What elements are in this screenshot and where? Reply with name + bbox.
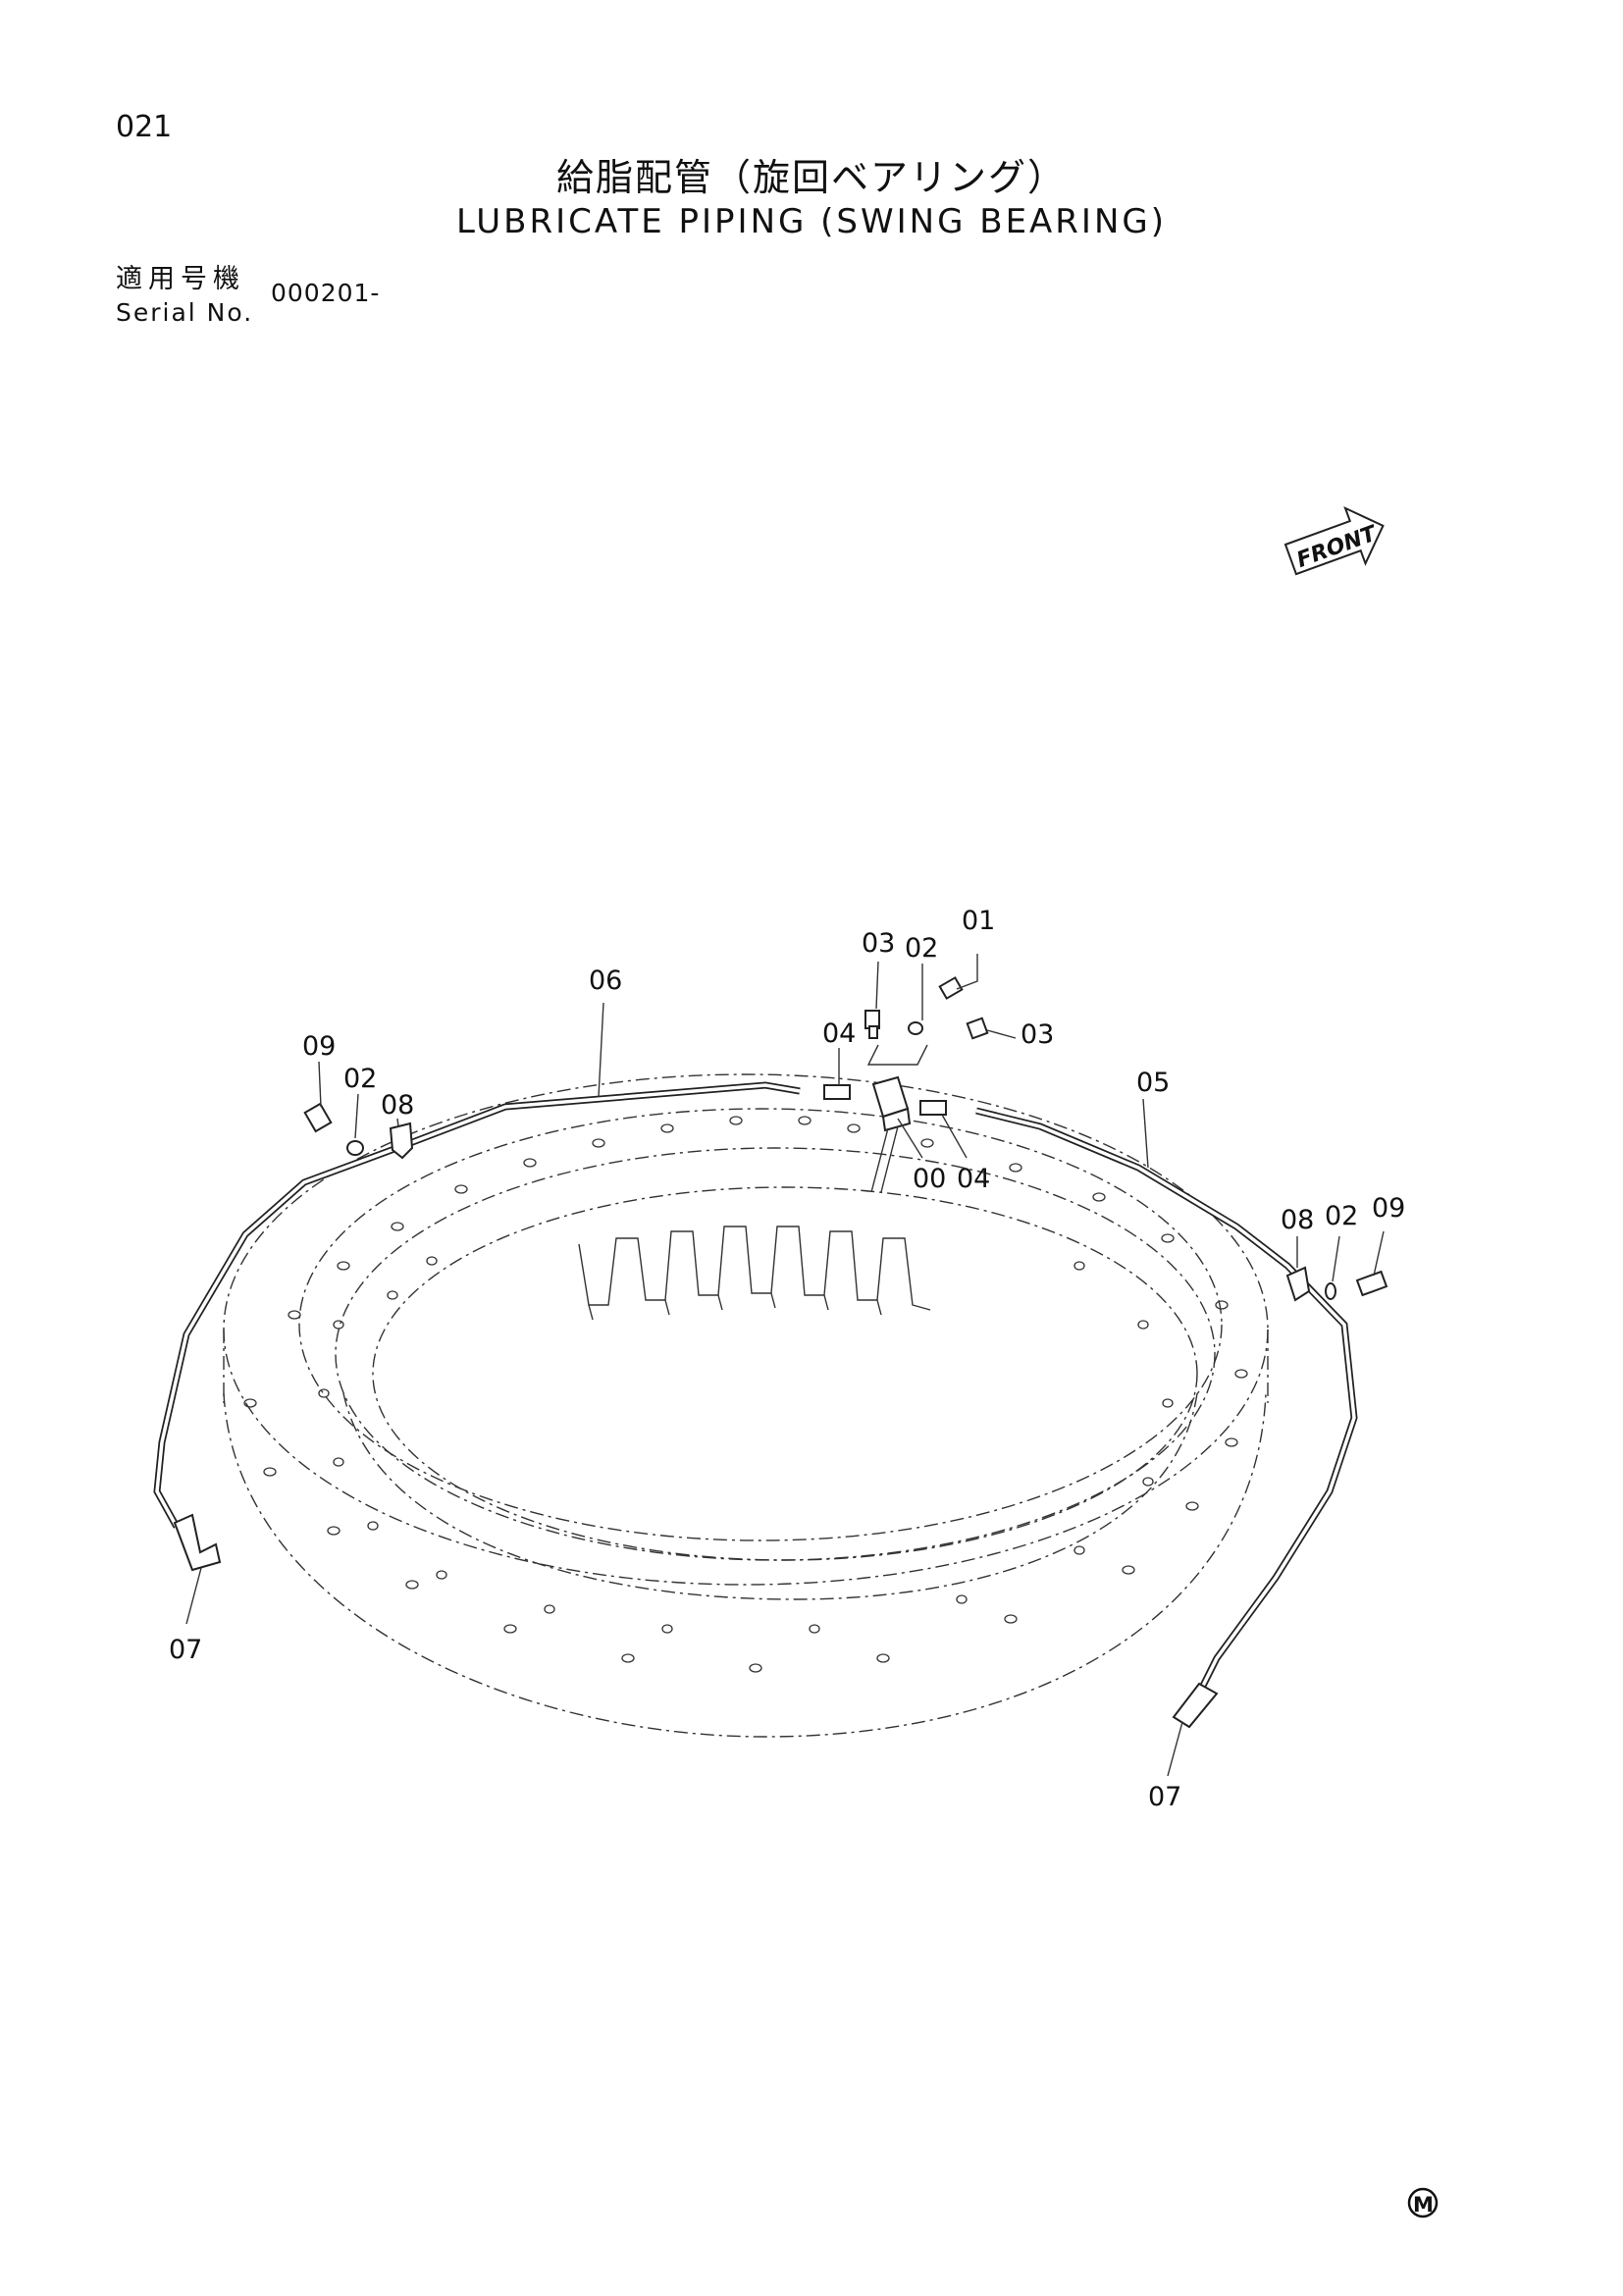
- callout-05: 05: [1136, 1068, 1170, 1098]
- adapter-right: [919, 1100, 947, 1116]
- lubricate-pipes: [153, 1081, 1358, 1690]
- front-arrow-icon: FRONT: [1283, 505, 1385, 576]
- clamp-left: [389, 1122, 414, 1160]
- grease-fitting-right: [966, 1017, 989, 1040]
- callout-04-bottom: 04: [957, 1164, 990, 1194]
- callout-02-right: 02: [1325, 1201, 1358, 1231]
- page-title-japanese: 給脂配管（旋回ベアリング）: [555, 156, 1067, 199]
- callout-00: 00: [913, 1164, 946, 1194]
- page-title-english: LUBRICATE PIPING (SWING BEARING): [455, 202, 1168, 241]
- leader-lines: [185, 954, 1385, 1777]
- callout-07-right: 07: [1148, 1782, 1181, 1812]
- callout-09-left: 09: [302, 1031, 336, 1062]
- bolt-left: [303, 1102, 333, 1133]
- elbow-right: [1172, 1682, 1219, 1729]
- swing-bearing-ring: [223, 1073, 1269, 1738]
- clamp-right: [1285, 1266, 1311, 1302]
- callout-08-right: 08: [1281, 1205, 1314, 1235]
- plug-top: [938, 976, 964, 1000]
- bolt-right: [1355, 1270, 1388, 1297]
- callout-08-left: 08: [381, 1090, 414, 1121]
- page-number: 021: [116, 110, 173, 144]
- callout-02-top: 02: [905, 933, 938, 964]
- callout-03-left: 03: [862, 928, 895, 959]
- grease-fitting-left: [864, 1010, 880, 1039]
- washer-left: [346, 1140, 364, 1156]
- footer-mark-icon: M: [1407, 2187, 1439, 2218]
- bolt-holes: [243, 1116, 1248, 1673]
- callout-01: 01: [962, 906, 995, 936]
- serial-label-english: Serial No.: [116, 298, 254, 327]
- grease-block: [870, 1075, 912, 1193]
- adapter-left: [823, 1084, 851, 1100]
- callout-09-right: 09: [1372, 1193, 1405, 1224]
- serial-label-japanese: 適用号機: [116, 264, 245, 294]
- callout-07-left: 07: [169, 1635, 202, 1665]
- elbow-left: [173, 1513, 222, 1572]
- washer-right: [1325, 1282, 1336, 1300]
- callout-03-right: 03: [1021, 1019, 1054, 1050]
- washer-top: [908, 1021, 923, 1035]
- front-label: FRONT: [1293, 521, 1381, 573]
- serial-number-value: 000201-: [271, 279, 381, 307]
- callout-06: 06: [589, 965, 622, 996]
- footer-mark: M: [1413, 2193, 1434, 2217]
- callout-04-left: 04: [822, 1018, 856, 1049]
- callout-02-left: 02: [343, 1064, 377, 1094]
- callout-labels: 01 02 03 03 04 00 04 05 06 09 02 08 08 0…: [169, 906, 1405, 1812]
